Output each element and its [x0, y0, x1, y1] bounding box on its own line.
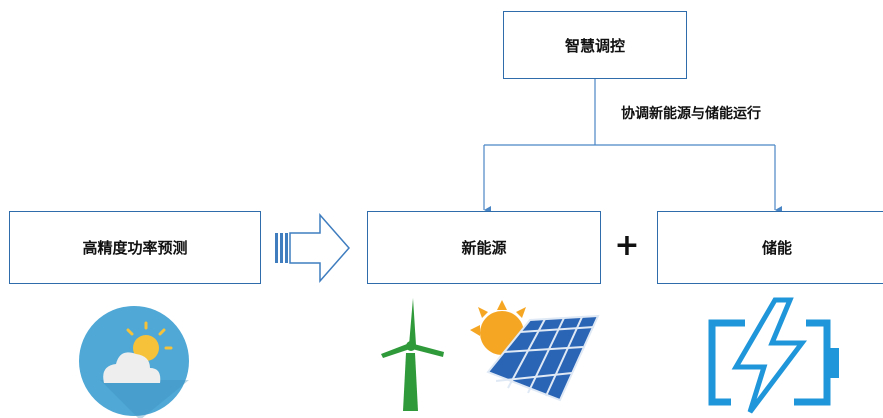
- power-forecast-box: 高精度功率预测: [9, 211, 261, 284]
- battery-lightning-icon: [708, 297, 839, 414]
- smart-control-label: 智慧调控: [564, 36, 625, 55]
- energy-storage-label: 储能: [761, 239, 792, 257]
- block-arrow: [275, 213, 350, 283]
- plus-sign: +: [614, 228, 640, 263]
- new-energy-box: 新能源: [367, 211, 601, 284]
- solar-panel-icon: [470, 300, 600, 402]
- wind-turbine-icon: [381, 298, 444, 411]
- new-energy-label: 新能源: [461, 239, 507, 257]
- coordination-label: 协调新能源与储能运行: [621, 106, 761, 122]
- smart-control-box: 智慧调控: [503, 11, 687, 79]
- power-forecast-label: 高精度功率预测: [82, 239, 188, 257]
- energy-storage-box: 储能: [657, 211, 883, 284]
- weather-cloud-sun-icon: [79, 306, 189, 418]
